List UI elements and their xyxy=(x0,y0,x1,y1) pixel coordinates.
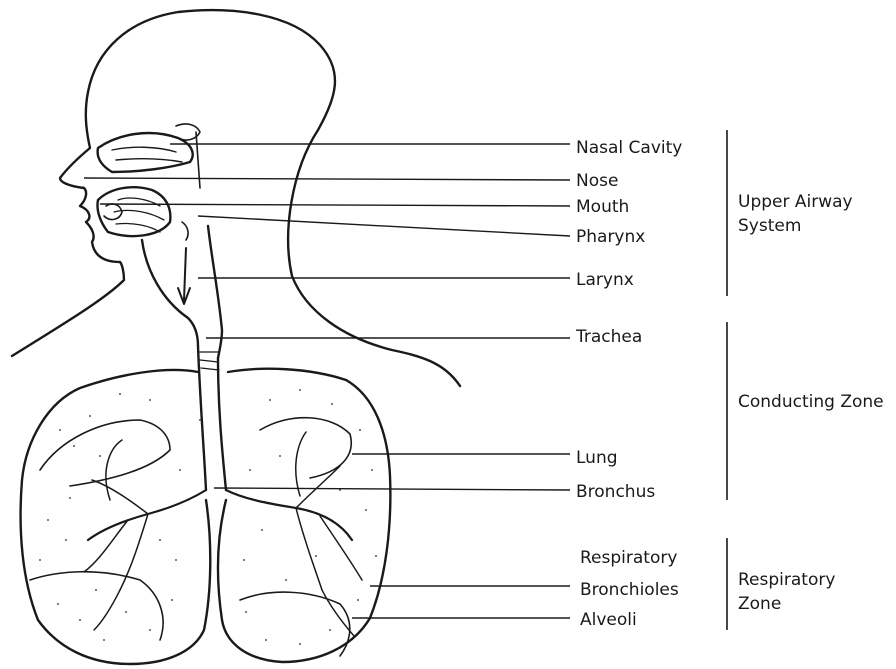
group-respiratory-zone-line1: Respiratory xyxy=(738,568,835,592)
label-bronchus: Bronchus xyxy=(576,482,655,502)
trachea-right-wall xyxy=(218,358,226,490)
group-upper-airway-line1: Upper Airway xyxy=(738,190,853,214)
label-respiratory-bronchioles-line2: Bronchioles xyxy=(580,580,679,600)
label-trachea: Trachea xyxy=(576,327,642,347)
leader-bronchus xyxy=(214,488,570,490)
group-respiratory-zone-line2: Zone xyxy=(738,592,835,616)
airflow-arrow xyxy=(184,248,186,300)
label-lung: Lung xyxy=(576,448,618,468)
group-conducting-zone-line1: Conducting Zone xyxy=(738,390,884,414)
left-lung-outline xyxy=(21,370,211,664)
group-upper-airway-line2: System xyxy=(738,214,853,238)
group-upper-airway-system: Upper Airway System xyxy=(738,190,853,238)
neck-back-outline xyxy=(292,276,460,386)
leader-pharynx xyxy=(198,216,570,236)
label-mouth: Mouth xyxy=(576,197,629,217)
label-nasal-cavity: Nasal Cavity xyxy=(576,138,682,158)
label-nose: Nose xyxy=(576,171,618,191)
label-alveoli: Alveoli xyxy=(580,610,637,630)
label-pharynx: Pharynx xyxy=(576,227,645,247)
throat-front xyxy=(142,240,198,346)
group-conducting-zone: Conducting Zone xyxy=(738,390,884,414)
leader-nose xyxy=(84,178,570,180)
label-larynx: Larynx xyxy=(576,270,634,290)
group-respiratory-zone: Respiratory Zone xyxy=(738,568,835,616)
leader-mouth xyxy=(100,204,570,206)
mouth-shape xyxy=(97,187,170,236)
label-respiratory-bronchioles-line1: Respiratory xyxy=(580,548,677,568)
